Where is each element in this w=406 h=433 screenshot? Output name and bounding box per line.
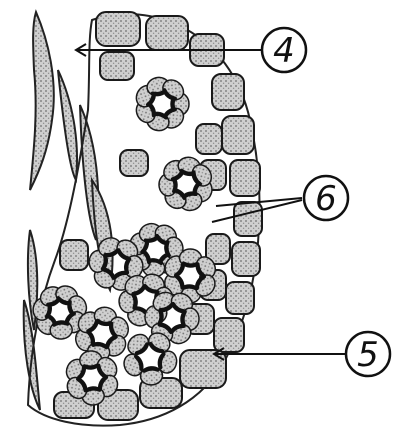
acinus-lumen-edge [85, 365, 98, 367]
label-6-text: 6 [315, 179, 337, 219]
acinus-lumen-edge [167, 242, 169, 255]
acinus-lumen-edge [183, 287, 197, 289]
acinus-lumen-edge [183, 312, 185, 325]
acinus [133, 75, 189, 132]
label-6: 6 [304, 176, 348, 220]
label-5-text: 5 [357, 335, 379, 375]
label-4: 4 [262, 28, 306, 72]
acinus-lumen-edge [133, 295, 135, 308]
acinus-lumen-edge [86, 389, 99, 391]
acinus-lumen-edge [159, 311, 161, 324]
acinus-lumen-edge [144, 369, 157, 371]
acinus-lumen-edge [54, 323, 67, 325]
acinus-lumen-edge [184, 264, 198, 266]
label-4-text: 4 [273, 31, 295, 71]
label-5: 5 [346, 332, 390, 376]
